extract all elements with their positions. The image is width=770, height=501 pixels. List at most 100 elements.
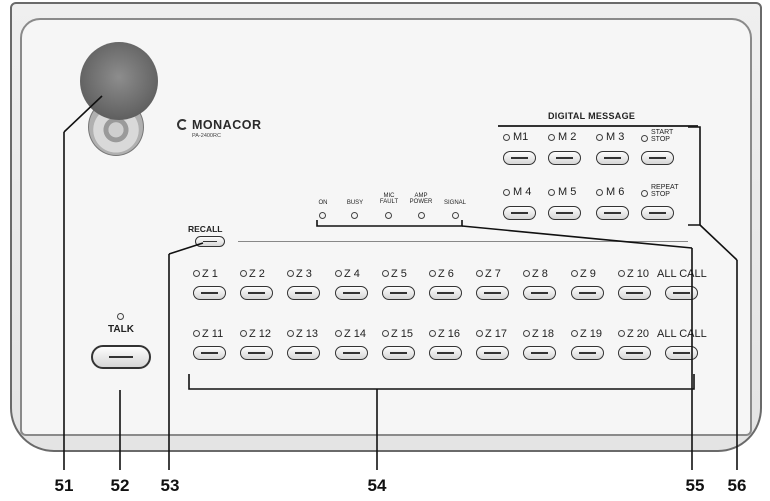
zone-button[interactable] — [523, 346, 556, 360]
zone-button[interactable] — [193, 286, 226, 300]
dm-control-label: REPEAT STOP — [651, 184, 679, 198]
zone-label: Z 14 — [344, 328, 367, 340]
dm-control-button[interactable] — [641, 206, 674, 220]
dm-message-label: M1 — [513, 131, 529, 143]
zone-label: Z 10 — [627, 268, 650, 280]
talk-label: TALK — [108, 324, 134, 335]
brand-name: MONACOR — [192, 118, 262, 132]
model-number: PA-2400RC — [192, 133, 221, 139]
zone-label: Z 2 — [249, 268, 265, 280]
zone-led — [335, 270, 342, 277]
zone-button[interactable] — [382, 286, 415, 300]
zone-button[interactable] — [287, 286, 320, 300]
indicator-label-busy: BUSY — [346, 200, 364, 206]
dm-message-button[interactable] — [503, 206, 536, 220]
zone-led — [335, 330, 342, 337]
dm-control-button[interactable] — [641, 151, 674, 165]
zone-led — [571, 330, 578, 337]
dm-led — [641, 190, 648, 197]
dm-message-button[interactable] — [548, 151, 581, 165]
zone-led — [193, 270, 200, 277]
zone-button[interactable] — [287, 346, 320, 360]
leader-55-tip — [461, 225, 693, 249]
recall-rule — [238, 241, 688, 242]
zone-led — [287, 270, 294, 277]
talk-button[interactable] — [91, 345, 151, 369]
zone-led — [287, 330, 294, 337]
callout-56: 56 — [727, 476, 747, 495]
zone-label: ALL CALL — [657, 268, 707, 280]
zone-button[interactable] — [618, 346, 651, 360]
zone-button[interactable] — [193, 346, 226, 360]
zone-button[interactable] — [665, 346, 698, 360]
zone-button[interactable] — [429, 346, 462, 360]
dm-led — [503, 134, 510, 141]
zone-led — [476, 330, 483, 337]
leader-51-tip — [63, 95, 103, 133]
dm-led — [548, 134, 555, 141]
zone-label: Z 19 — [580, 328, 603, 340]
zone-label: Z 17 — [485, 328, 508, 340]
bracket-56 — [688, 126, 701, 226]
dm-message-button[interactable] — [548, 206, 581, 220]
zone-led — [240, 270, 247, 277]
zone-label: Z 15 — [391, 328, 414, 340]
led-amp-power — [418, 212, 425, 219]
dm-message-label: M 5 — [558, 186, 577, 198]
zone-led — [240, 330, 247, 337]
zone-button[interactable] — [571, 346, 604, 360]
digital-message-title: DIGITAL MESSAGE — [548, 111, 636, 121]
zone-button[interactable] — [476, 346, 509, 360]
zone-label: Z 11 — [202, 328, 224, 340]
zone-led — [523, 270, 530, 277]
zone-led — [476, 270, 483, 277]
dm-message-label: M 4 — [513, 186, 532, 198]
zone-button[interactable] — [429, 286, 462, 300]
dm-message-button[interactable] — [596, 151, 629, 165]
recall-label: RECALL — [188, 224, 223, 234]
zone-led — [618, 270, 625, 277]
zone-button[interactable] — [240, 286, 273, 300]
dm-message-label: M 3 — [606, 131, 625, 143]
indicator-label-on: ON — [318, 200, 328, 206]
zone-button[interactable] — [523, 286, 556, 300]
callout-53: 53 — [160, 476, 180, 495]
zone-label: ALL CALL — [657, 328, 707, 340]
zone-label: Z 5 — [391, 268, 407, 280]
dm-control-label: START STOP — [651, 129, 674, 143]
zone-button[interactable] — [240, 346, 273, 360]
zone-button[interactable] — [618, 286, 651, 300]
callout-52: 52 — [110, 476, 130, 495]
zone-button[interactable] — [382, 346, 415, 360]
zone-label: Z 1 — [202, 268, 218, 280]
zone-label: Z 16 — [438, 328, 461, 340]
zone-button[interactable] — [335, 346, 368, 360]
bracket-55 — [316, 220, 463, 227]
dm-led — [503, 189, 510, 196]
led-busy — [351, 212, 358, 219]
zone-button[interactable] — [665, 286, 698, 300]
leader-56-tip — [699, 224, 738, 261]
recall-button[interactable] — [195, 236, 225, 247]
zone-button[interactable] — [476, 286, 509, 300]
zone-button[interactable] — [571, 286, 604, 300]
zone-led — [523, 330, 530, 337]
dm-led — [641, 135, 648, 142]
zone-label: Z 7 — [485, 268, 501, 280]
logo-icon — [177, 119, 188, 130]
zone-label: Z 4 — [344, 268, 360, 280]
dm-led — [596, 134, 603, 141]
indicator-label-signal: SIGNAL — [443, 200, 467, 206]
dm-message-label: M 2 — [558, 131, 577, 143]
zone-label: Z 8 — [532, 268, 548, 280]
digital-message-rule — [498, 125, 698, 127]
callout-55: 55 — [685, 476, 705, 495]
zone-button[interactable] — [335, 286, 368, 300]
zone-label: Z 20 — [627, 328, 650, 340]
led-mic-fault — [385, 212, 392, 219]
dm-message-button[interactable] — [503, 151, 536, 165]
dm-message-button[interactable] — [596, 206, 629, 220]
